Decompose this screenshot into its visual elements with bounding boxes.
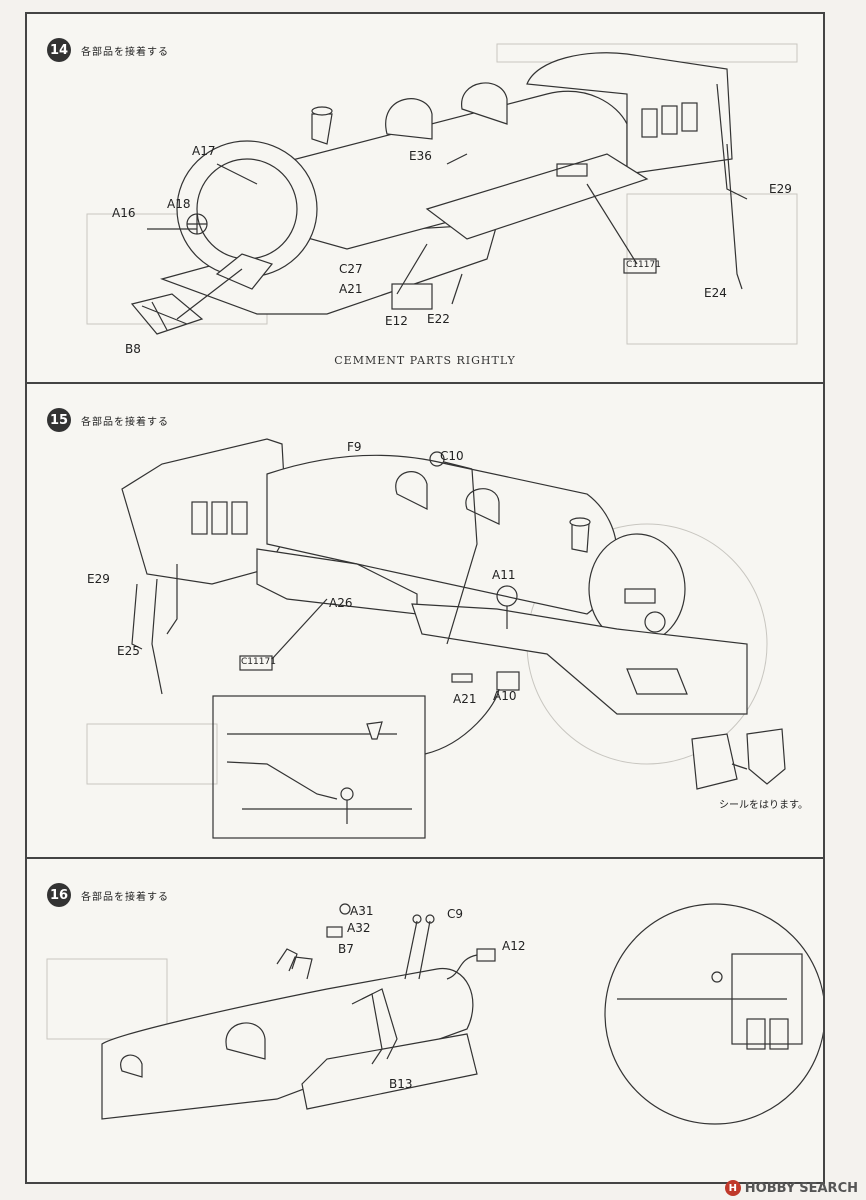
part-label: A18 [167, 197, 191, 211]
part-label: A21 [339, 282, 363, 296]
step-title: 各部品を接着する [81, 891, 169, 903]
part-label: C9 [447, 907, 464, 921]
part-label: E29 [769, 182, 792, 196]
part-label: B8 [125, 342, 141, 356]
part-label: A32 [347, 921, 371, 935]
part-label: A10 [493, 689, 517, 703]
step-16-header: 16 各部品を接着する [47, 883, 169, 907]
number-plate: C11171 [241, 657, 276, 667]
watermark-brand2: SEARCH [799, 1180, 858, 1196]
step-number-badge: 16 [47, 883, 71, 907]
part-label: A26 [329, 596, 353, 610]
step-14-panel: 14 各部品を接着する [27, 14, 823, 384]
step-number-badge: 15 [47, 408, 71, 432]
step-15-panel: 15 各部品を接着する [27, 384, 823, 859]
hobbysearch-watermark: H HOBBY SEARCH [724, 1180, 858, 1196]
part-label: E12 [385, 314, 408, 328]
locomotive-drawing-step-14 [86, 43, 798, 345]
part-label: B13 [389, 1077, 413, 1091]
step-caption: CEMMENT PARTS RIGHTLY [334, 354, 516, 367]
step-14-header: 14 各部品を接着する [47, 38, 169, 62]
part-label: A12 [502, 939, 526, 953]
step-16-panel: 16 各部品を接着する [27, 859, 823, 1182]
part-label: E24 [704, 286, 727, 300]
part-label: E22 [427, 312, 450, 326]
step-title: 各部品を接着する [81, 416, 169, 428]
hobbysearch-logo-icon: H [724, 1180, 741, 1196]
number-plate: C11171 [626, 260, 661, 270]
step-number-badge: 14 [47, 38, 71, 62]
locomotive-drawing-step-15 [86, 438, 786, 839]
part-label: E36 [409, 149, 432, 163]
part-label: E25 [117, 644, 140, 658]
part-label: A17 [192, 144, 216, 158]
part-label: F9 [347, 440, 362, 454]
step-title: 各部品を接着する [81, 46, 169, 58]
sticker-note: シールをはります。 [719, 800, 808, 811]
part-label: B7 [338, 942, 354, 956]
locomotive-drawing-step-16 [46, 903, 823, 1125]
part-label: E29 [87, 572, 110, 586]
watermark-brand: HOBBY [744, 1180, 796, 1196]
part-label: A11 [492, 568, 516, 582]
part-label: C27 [339, 262, 363, 276]
part-label: A21 [453, 692, 477, 706]
part-label: A16 [112, 206, 136, 220]
instruction-sheet: 14 各部品を接着する [25, 12, 825, 1184]
step-15-header: 15 各部品を接着する [47, 408, 169, 432]
part-label: A31 [350, 904, 374, 918]
part-label: C10 [440, 449, 464, 463]
